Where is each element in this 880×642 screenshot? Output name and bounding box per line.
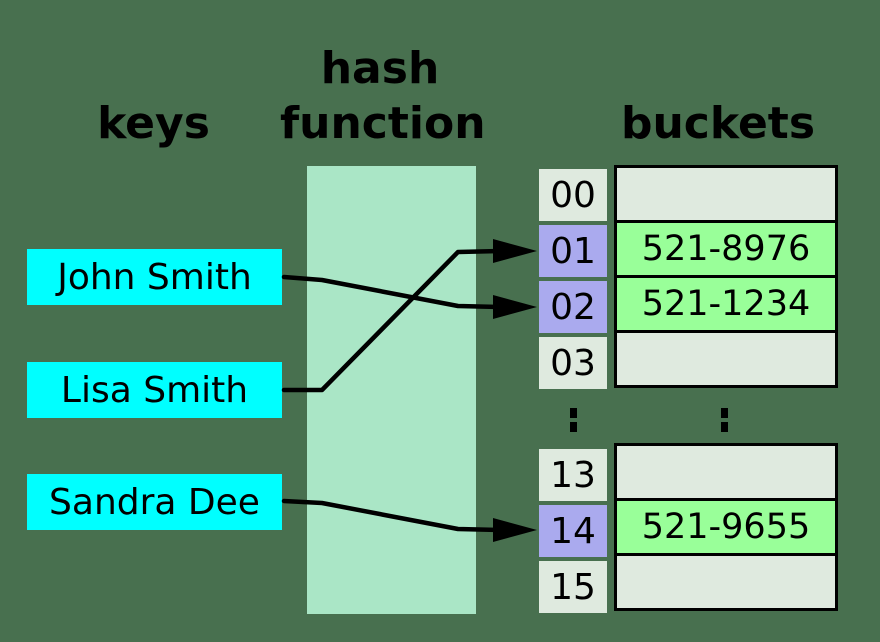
- arrowhead-14: [493, 518, 537, 542]
- arrowhead-02: [493, 295, 537, 319]
- vertical-ellipsis-icon: [570, 408, 577, 432]
- bucket-row-00: [617, 168, 835, 220]
- key-label: Lisa Smith: [60, 369, 249, 411]
- bucket-row-14: 521-9655: [617, 498, 835, 553]
- hash-function-box: [307, 166, 476, 614]
- bucket-row-02: 521-1234: [617, 275, 835, 330]
- heading-hash-function-line2: function: [280, 98, 486, 149]
- heading-keys: keys: [97, 98, 210, 149]
- heading-hash-function: hash function: [280, 41, 486, 151]
- bucket-value: 521-9655: [641, 507, 811, 547]
- index-cell-01: 01: [539, 225, 607, 277]
- index-cell-label: 14: [550, 510, 596, 552]
- key-label: Sandra Dee: [49, 481, 260, 523]
- index-cell-label: 13: [550, 454, 596, 496]
- index-cell-label: 02: [550, 286, 596, 328]
- bucket-table-bottom: 521-9655: [614, 443, 838, 611]
- key-box-lisa-smith: Lisa Smith: [27, 362, 282, 418]
- index-cell-label: 15: [550, 566, 596, 608]
- bucket-row-13: [617, 446, 835, 498]
- heading-hash-function-line1: hash: [320, 43, 440, 94]
- bucket-row-01: 521-8976: [617, 220, 835, 275]
- key-box-sandra-dee: Sandra Dee: [27, 474, 282, 530]
- bucket-row-03: [617, 330, 835, 385]
- heading-buckets: buckets: [620, 98, 816, 149]
- bucket-value: 521-8976: [641, 229, 811, 269]
- bucket-value: 521-1234: [641, 284, 811, 324]
- bucket-row-15: [617, 553, 835, 608]
- key-box-john-smith: John Smith: [27, 249, 282, 305]
- index-cell-14: 14: [539, 505, 607, 557]
- index-cell-label: 03: [550, 342, 596, 384]
- index-cell-15: 15: [539, 561, 607, 613]
- bucket-table-top: 521-8976 521-1234: [614, 165, 838, 388]
- vertical-ellipsis-icon: [721, 408, 728, 432]
- key-label: John Smith: [57, 256, 252, 298]
- index-cell-label: 01: [550, 230, 596, 272]
- index-cell-label: 00: [550, 174, 596, 216]
- index-cell-02: 02: [539, 281, 607, 333]
- index-cell-13: 13: [539, 449, 607, 501]
- index-cell-00: 00: [539, 169, 607, 221]
- index-cell-03: 03: [539, 337, 607, 389]
- arrowhead-01: [493, 239, 537, 263]
